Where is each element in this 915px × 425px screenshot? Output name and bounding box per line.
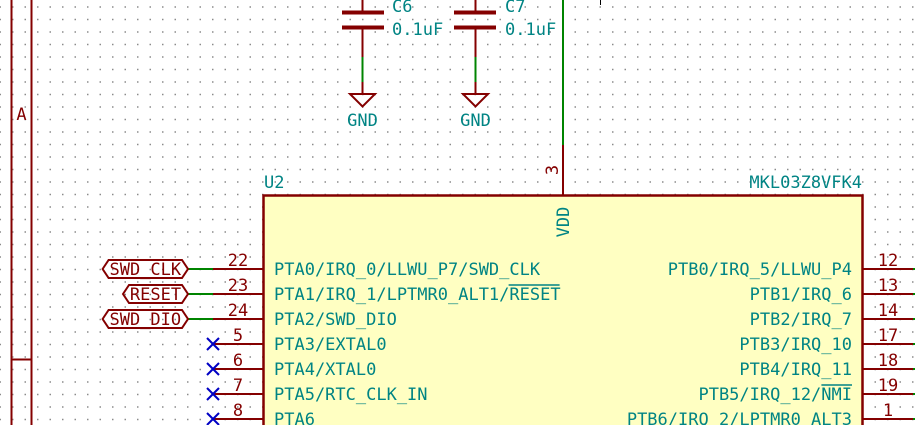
pin-19[interactable]: 19 PTB5/IRQ_12/NMI <box>698 376 915 405</box>
pin-number: 1 <box>883 401 893 421</box>
pin-name: PTB5/IRQ_12/NMI <box>698 385 852 405</box>
sheet-border: A <box>10 0 33 425</box>
c6-ref: C6 <box>392 0 412 17</box>
pin-8[interactable]: 8 PTA6 <box>206 401 315 425</box>
pin-14[interactable]: 14 PTB2/IRQ_7 <box>750 301 915 330</box>
global-label-text: SWD_DIO <box>109 310 181 330</box>
pin-1[interactable]: 1 PTB6/IRQ_2/LPTMR0_ALT3 <box>627 401 915 425</box>
no-connect-icon <box>206 412 220 425</box>
no-connect-stroke <box>206 362 220 376</box>
pin-name: PTA3/EXTAL0 <box>274 335 387 355</box>
pin-number: 18 <box>878 351 898 371</box>
pin-name: PTB4/IRQ_11 <box>739 360 852 380</box>
pin-22[interactable]: 22 PTA0/IRQ_0/LLWU_P7/SWD_CLK SWD_CLK <box>101 251 541 280</box>
pin-name: PTB0/IRQ_5/LLWU_P4 <box>668 260 852 280</box>
no-connect-stroke <box>206 337 220 351</box>
pin-number: 24 <box>228 301 248 321</box>
no-connect-icon <box>206 337 220 351</box>
c7-value: 0.1uF <box>505 20 556 40</box>
pin-12[interactable]: 12 PTB0/IRQ_5/LLWU_P4 <box>668 251 915 280</box>
pin-6[interactable]: 6 PTA4/XTAL0 <box>206 351 376 380</box>
pin-name: PTA0/IRQ_0/LLWU_P7/SWD_CLK <box>274 260 541 280</box>
pin-name: PTB2/IRQ_7 <box>750 310 852 330</box>
pin-5[interactable]: 5 PTA3/EXTAL0 <box>206 326 387 355</box>
global-label-swd-clk[interactable] <box>101 259 190 279</box>
pin-vdd[interactable]: 3 VDD <box>543 145 574 237</box>
pin-name: PTA6 <box>274 410 315 425</box>
pin-name-overbar: RESET <box>509 285 560 305</box>
pin-number: 14 <box>878 301 898 321</box>
global-label-text: RESET <box>130 285 181 305</box>
pin-name: PTB3/IRQ_10 <box>739 335 852 355</box>
pin-name: PTA4/XTAL0 <box>274 360 376 380</box>
global-label-swd-dio[interactable] <box>101 309 190 329</box>
pin-name: PTB1/IRQ_6 <box>750 285 852 305</box>
pin-name: PTA2/SWD_DIO <box>274 310 397 330</box>
pin-number: 12 <box>878 251 898 271</box>
border-zone-label: A <box>16 105 26 125</box>
pin-number: 13 <box>878 276 898 296</box>
pin-13[interactable]: 13 PTB1/IRQ_6 <box>750 276 915 305</box>
pin-number: 8 <box>233 401 243 421</box>
pin-17[interactable]: 17 PTB3/IRQ_10 <box>739 326 915 355</box>
pin-24[interactable]: 24 PTA2/SWD_DIO SWD_DIO <box>101 301 397 330</box>
no-connect-icon <box>206 387 220 401</box>
ground-symbol-icon <box>347 93 378 108</box>
pin-name: VDD <box>554 207 574 238</box>
ic-part-number: MKL03Z8VFK4 <box>749 173 862 193</box>
no-connect-icon <box>206 362 220 376</box>
ground-symbol-icon <box>460 93 491 108</box>
capacitor-c6[interactable]: C6 0.1uF GND <box>342 0 443 131</box>
pin-18[interactable]: 18 PTB4/IRQ_11 <box>739 351 915 380</box>
right-pin-group: 12 PTB0/IRQ_5/LLWU_P4 13 PTB1/IRQ_6 14 PTB2/I… <box>627 251 915 425</box>
pin-number: 19 <box>878 376 898 396</box>
no-connect-stroke <box>206 412 220 425</box>
pin-number: 3 <box>543 165 563 175</box>
no-connect-stroke <box>206 387 220 401</box>
pin-number: 7 <box>233 376 243 396</box>
c7-ref: C7 <box>505 0 525 17</box>
pin-number: 22 <box>228 251 248 271</box>
pin-number: 5 <box>233 326 243 346</box>
global-label-text: SWD_CLK <box>109 260 181 280</box>
pin-number: 17 <box>878 326 898 346</box>
pin-name: PTA5/RTC_CLK_IN <box>274 385 428 405</box>
ic-body[interactable] <box>262 194 864 425</box>
ic-u2[interactable]: U2 MKL03Z8VFK4 3 VDD 22 PTA0/IRQ_0/LLWU_P… <box>101 145 915 425</box>
pin-7[interactable]: 7 PTA5/RTC_CLK_IN <box>206 376 428 405</box>
c6-gnd-label: GND <box>347 111 378 131</box>
ic-reference: U2 <box>264 173 284 193</box>
pin-name: PTA1/IRQ_1/LPTMR0_ALT1/RESET <box>274 285 561 305</box>
pin-name: PTB6/IRQ_2/LPTMR0_ALT3 <box>627 410 852 425</box>
c7-gnd-label: GND <box>460 111 491 131</box>
pin-number: 23 <box>228 276 248 296</box>
pin-number: 6 <box>233 351 243 371</box>
global-label-reset[interactable] <box>121 284 190 304</box>
capacitor-c7[interactable]: C7 0.1uF GND <box>454 0 556 131</box>
c6-value: 0.1uF <box>392 20 443 40</box>
